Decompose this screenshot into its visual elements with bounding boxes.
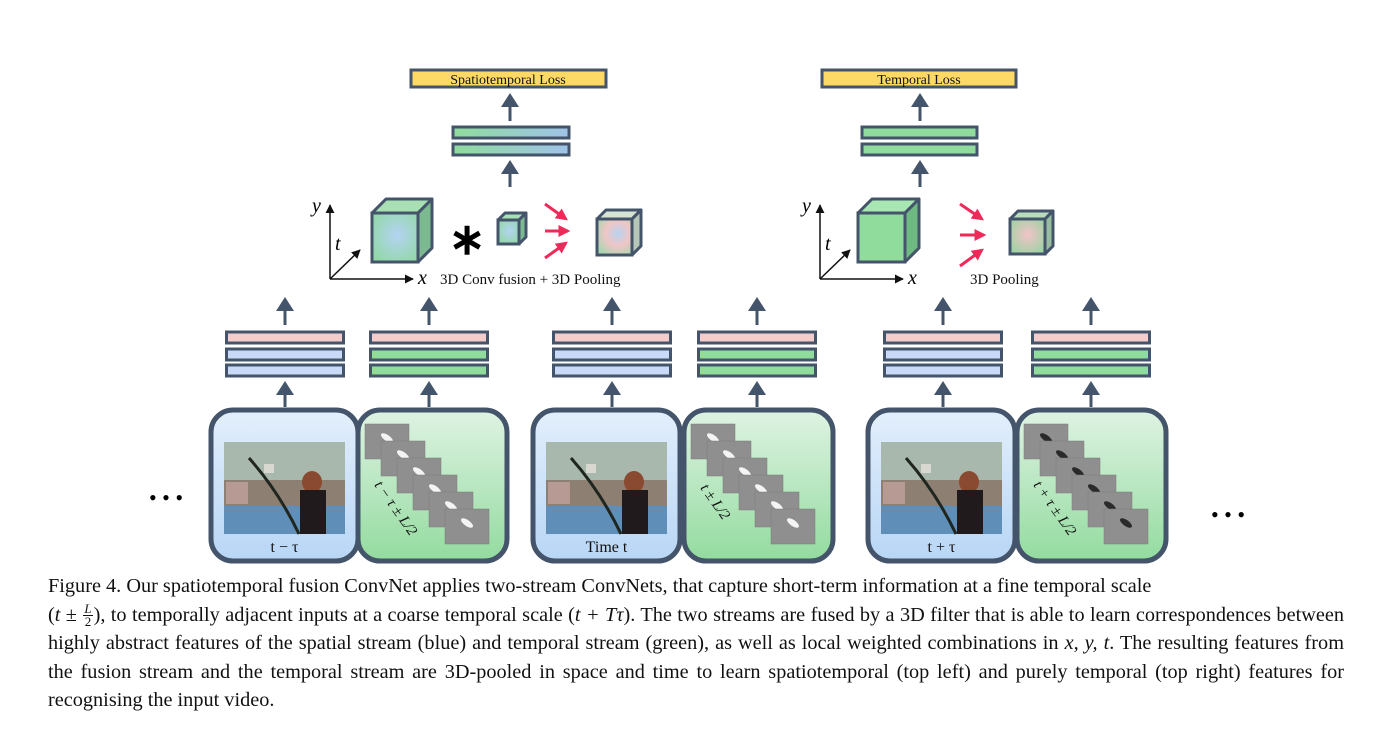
- convolution-operator: ∗: [449, 215, 486, 264]
- figure-caption: Figure 4. Our spatiotemporal fusion Conv…: [48, 575, 1344, 712]
- up-arrow-icon: [276, 381, 294, 407]
- feature-layer: [369, 347, 489, 362]
- feature-layer: [1031, 363, 1151, 378]
- axis-t-label: t: [825, 233, 831, 255]
- feature-layer: [225, 347, 345, 362]
- feature-layer: [552, 347, 672, 362]
- rgb-frame-panel: t + τ: [865, 407, 1018, 564]
- feature-layer: [369, 363, 489, 378]
- spatial-stream-layers: [225, 330, 345, 378]
- video-frame-thumbnail: [546, 442, 667, 535]
- axis-t-label: t: [335, 233, 341, 255]
- optical-flow-panel: t + τ ± L/2: [1014, 407, 1169, 564]
- feature-layer: [1031, 347, 1151, 362]
- rgb-frame-panel: t − τ: [208, 407, 361, 564]
- axis-y-label: y: [310, 195, 321, 217]
- spatiotemporal-loss-box: Spatiotemporal Loss: [409, 68, 608, 89]
- video-frame-thumbnail: [881, 442, 1002, 535]
- feature-layer: [883, 363, 1003, 378]
- up-arrow-icon: [748, 297, 766, 325]
- up-arrow-icon: [420, 297, 438, 325]
- rgb-frame-panel: Time t: [530, 407, 683, 564]
- fusion-input-cube: [370, 197, 434, 264]
- optical-flow-stack: [690, 423, 816, 545]
- xyt-axes-left: y t x: [310, 195, 427, 289]
- feature-layer: [697, 330, 817, 345]
- temporal-stream-layers: [369, 330, 489, 378]
- optical-flow-panel: t ± L/2: [681, 407, 836, 564]
- pooling-arrows-left: [544, 202, 571, 260]
- up-arrow-icon: [603, 297, 621, 325]
- fusion-operation-label: 3D Conv fusion + 3D Pooling: [440, 272, 621, 288]
- axis-y-label: y: [800, 195, 811, 217]
- temporal-pooled-cube: [1008, 209, 1055, 256]
- up-arrow-icon: [276, 297, 294, 325]
- feature-layer: [225, 363, 345, 378]
- temporal-stream-layers: [697, 330, 817, 378]
- up-arrow-icon: [934, 381, 952, 407]
- temporal-fc-layers: [860, 125, 979, 157]
- feature-layer: [552, 330, 672, 345]
- feature-layer: [552, 363, 672, 378]
- up-arrow-icon: [420, 381, 438, 407]
- feature-layer: [883, 347, 1003, 362]
- pooling-arrows-right: [959, 202, 987, 268]
- up-arrow-icon: [911, 160, 929, 187]
- frame-time-label: t − τ: [271, 539, 299, 556]
- feature-layer: [369, 330, 489, 345]
- axis-x-label: x: [907, 267, 917, 289]
- up-arrow-icon: [501, 160, 519, 187]
- feature-layer: [883, 330, 1003, 345]
- fusion-pooled-cube: [595, 208, 643, 257]
- temporal-input-cube: [856, 197, 921, 264]
- up-arrow-icon: [501, 93, 519, 121]
- temporal-loss-label: Temporal Loss: [877, 73, 960, 88]
- up-arrow-icon: [1082, 297, 1100, 325]
- up-arrow-icon: [1082, 381, 1100, 407]
- feature-layer: [1031, 330, 1151, 345]
- up-arrow-icon: [911, 93, 929, 121]
- up-arrow-icon: [748, 381, 766, 407]
- spatial-stream-layers: [883, 330, 1003, 378]
- frame-time-label: t + τ: [928, 539, 956, 556]
- temporal-loss-box: Temporal Loss: [820, 68, 1018, 89]
- temporal-pooling-label: 3D Pooling: [970, 272, 1039, 288]
- axis-x-label: x: [417, 267, 427, 289]
- frame-time-label: Time t: [586, 539, 628, 556]
- video-frame-thumbnail: [224, 442, 345, 535]
- caption-sentence-1: Our spatiotemporal fusion ConvNet applie…: [126, 575, 1152, 597]
- feature-layer: [697, 363, 817, 378]
- fusion-filter-cube: [496, 211, 528, 246]
- up-arrow-icon: [603, 381, 621, 407]
- xyt-axes-right: y t x: [800, 195, 917, 289]
- fusion-fc-layers: [451, 125, 571, 157]
- caption-label: Figure 4.: [48, 575, 122, 597]
- optical-flow-stack: [1023, 423, 1149, 545]
- ellipsis-left: • • •: [149, 485, 183, 510]
- ellipsis-right: • • •: [1211, 502, 1245, 527]
- temporal-stream-layers: [1031, 330, 1151, 378]
- feature-layer: [225, 330, 345, 345]
- optical-flow-stack: [364, 423, 490, 545]
- spatiotemporal-loss-label: Spatiotemporal Loss: [450, 73, 566, 88]
- feature-layer: [697, 347, 817, 362]
- up-arrow-icon: [934, 297, 952, 325]
- optical-flow-panel: t − τ ± L/2: [355, 407, 510, 564]
- spatial-stream-layers: [552, 330, 672, 378]
